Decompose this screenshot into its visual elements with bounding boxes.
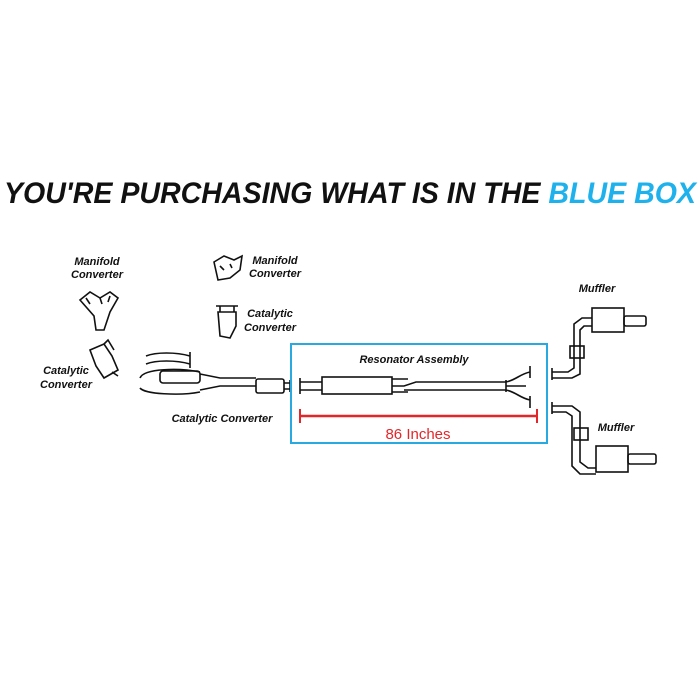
- headline: YOU'RE PURCHASING WHAT IS IN THE BLUE BO…: [4, 177, 698, 210]
- manifold-right-part: [213, 254, 244, 281]
- resonator-assembly-part: [299, 366, 531, 408]
- label-catalytic-main: Catalytic Converter: [172, 413, 274, 425]
- measurement-label: 86 Inches: [385, 426, 450, 443]
- catalytic-left-part: [88, 338, 120, 380]
- manifold-left-part: [78, 291, 120, 331]
- label-muffler-top: Muffler: [579, 283, 616, 295]
- headline-blue-box: BLUE BOX: [548, 177, 698, 210]
- catalytic-main-part: [139, 352, 291, 395]
- headline-main: YOU'RE PURCHASING WHAT IS IN THE: [4, 177, 548, 210]
- muffler-top-part: [551, 307, 647, 380]
- label-resonator-assembly: Resonator Assembly: [359, 354, 469, 366]
- label-muffler-bottom: Muffler: [598, 422, 635, 434]
- blue-box-highlight: [290, 343, 548, 444]
- catalytic-upper-part: [216, 305, 238, 339]
- muffler-bottom-part: [551, 402, 657, 475]
